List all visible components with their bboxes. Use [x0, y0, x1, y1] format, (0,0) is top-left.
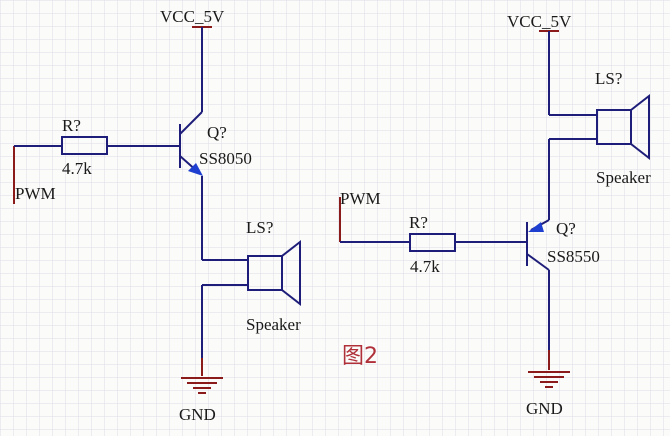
left-speaker: LS? Speaker	[202, 218, 301, 334]
left-transistor-npn: Q? SS8050	[179, 111, 252, 260]
right-emitter-arrow	[528, 222, 544, 232]
right-speaker-ref: LS?	[595, 69, 622, 88]
left-speaker-ref: LS?	[246, 218, 273, 237]
left-transistor-model: SS8050	[199, 149, 252, 168]
left-ground-label: GND	[179, 405, 216, 424]
left-vcc-symbol: VCC_5V	[160, 7, 225, 112]
right-vcc-symbol: VCC_5V	[507, 12, 572, 115]
right-transistor-ref: Q?	[556, 219, 576, 238]
left-vcc-label: VCC_5V	[160, 7, 225, 26]
figure-label: 图2	[342, 344, 378, 369]
right-pwm-input: PWM	[339, 189, 410, 243]
right-circuit: VCC_5V LS? Speaker PWM R? 4.7k	[339, 12, 651, 418]
left-speaker-name: Speaker	[246, 315, 301, 334]
right-transistor-model: SS8550	[547, 247, 600, 266]
left-emitter-arrow	[188, 163, 203, 176]
right-vcc-label: VCC_5V	[507, 12, 572, 31]
right-ground-symbol: GND	[526, 350, 570, 418]
right-pwm-label: PWM	[340, 189, 381, 208]
right-speaker: LS? Speaker	[549, 69, 651, 187]
left-transistor-ref: Q?	[207, 123, 227, 142]
left-circuit: VCC_5V PWM R? 4.7k Q? SS8050	[13, 7, 301, 424]
right-resistor: R? 4.7k	[409, 213, 527, 276]
left-ground-symbol: GND	[179, 285, 223, 424]
left-pwm-input: PWM	[13, 145, 62, 204]
right-ground-label: GND	[526, 399, 563, 418]
right-resistor-value: 4.7k	[410, 257, 440, 276]
right-speaker-name: Speaker	[596, 168, 651, 187]
left-pwm-label: PWM	[15, 184, 56, 203]
left-resistor: R? 4.7k	[61, 116, 180, 178]
right-resistor-ref: R?	[409, 213, 428, 232]
left-resistor-value: 4.7k	[62, 159, 92, 178]
left-resistor-ref: R?	[62, 116, 81, 135]
right-transistor-pnp: Q? SS8550	[526, 139, 600, 350]
